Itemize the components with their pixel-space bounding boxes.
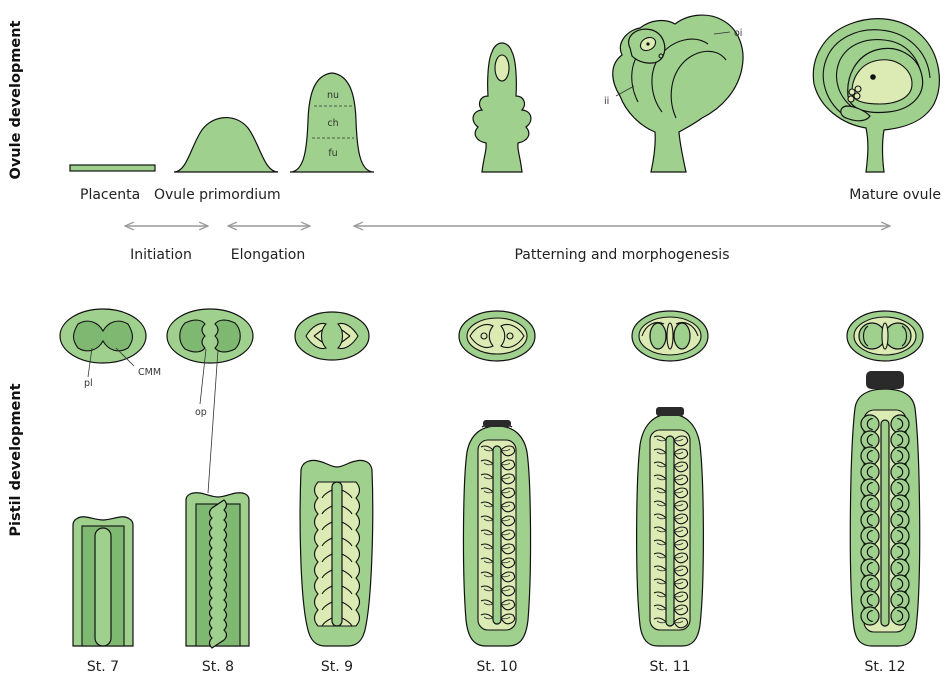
ovule-mark (891, 415, 909, 433)
op-pointer-line (208, 350, 218, 493)
stage-label: St. 8 (202, 659, 234, 675)
cross-section-st9 (295, 312, 369, 360)
ovule-mark (861, 559, 879, 577)
ovule-primordium-shape (174, 118, 278, 172)
ovule-mark (891, 479, 909, 497)
outer-integument-label: oi (734, 28, 742, 39)
septum-st9 (332, 482, 342, 626)
pistil-st9 (300, 460, 373, 646)
initiation-label: Initiation (130, 247, 192, 263)
ovule-mark (861, 511, 879, 529)
ovule-mark (891, 431, 909, 449)
ovule-mark (861, 607, 879, 625)
septum (666, 436, 674, 626)
ovule-mark (861, 495, 879, 513)
placenta-pl-label: pl (84, 378, 93, 389)
patterning-label: Patterning and morphogenesis (514, 247, 729, 263)
mature-ovule-shape (813, 19, 939, 172)
stage-label: St. 10 (476, 659, 517, 675)
ovule-mark (861, 543, 879, 561)
ovule-mark (891, 511, 909, 529)
ovule-mark (891, 495, 909, 513)
stage-label: St. 7 (87, 659, 119, 675)
inner-integument-label: ii (604, 96, 609, 107)
cross-section-st11 (632, 311, 708, 361)
ovule-mark (891, 543, 909, 561)
cmm-label: CMM (138, 367, 161, 378)
ovule-mark (891, 559, 909, 577)
ovule-development-label: Ovule development (8, 20, 24, 179)
ovule-mark (861, 447, 879, 465)
ovule-mark (891, 607, 909, 625)
zone-ch-label: ch (327, 118, 338, 129)
ovule-mark (861, 463, 879, 481)
stigma-st11 (656, 407, 684, 416)
pistil-st12 (850, 371, 919, 646)
stigma-st10 (483, 420, 511, 427)
stage-label: St. 9 (321, 659, 353, 675)
cross-section-st10 (459, 311, 535, 361)
pistil-st11 (637, 407, 704, 646)
pistil-st8 (186, 493, 249, 648)
zone-nu-label: nu (327, 90, 339, 101)
elongated-primordium: nu ch fu (290, 73, 374, 172)
ovule-mark (891, 527, 909, 545)
ovule-mark (891, 447, 909, 465)
curving-ovule: ii oi (604, 15, 743, 172)
pistil-st10 (463, 420, 530, 646)
cross-section-st8 (167, 309, 253, 363)
septum (493, 446, 501, 624)
stage-label: St. 12 (864, 659, 905, 675)
septum (881, 420, 889, 626)
ovule-mark (861, 575, 879, 593)
pistil-development-label: Pistil development (8, 383, 24, 536)
mature-ovule-label: Mature ovule (849, 187, 941, 203)
placenta-label: Placenta (80, 187, 140, 203)
ovule-mark (861, 591, 879, 609)
elongation-label: Elongation (231, 247, 305, 263)
zone-fu-label: fu (328, 148, 337, 159)
ovule-mark (861, 479, 879, 497)
cross-section-st7: pl CMM (60, 309, 161, 389)
ovule-mark (861, 415, 879, 433)
ovule-mark (891, 591, 909, 609)
ovule-mark (861, 431, 879, 449)
integument-initiation-ovule (473, 43, 531, 172)
ovule-mark (861, 527, 879, 545)
cross-section-st12 (847, 311, 923, 361)
placenta-shape (70, 165, 155, 171)
ovule-mark (891, 463, 909, 481)
stage-label: St. 11 (649, 659, 690, 675)
ovule-mark (891, 575, 909, 593)
pistil-st7 (73, 517, 133, 646)
ovule-primordium-label: Ovule primordium (154, 187, 281, 203)
stigma-st12 (866, 371, 904, 389)
op-label: op (195, 407, 207, 418)
